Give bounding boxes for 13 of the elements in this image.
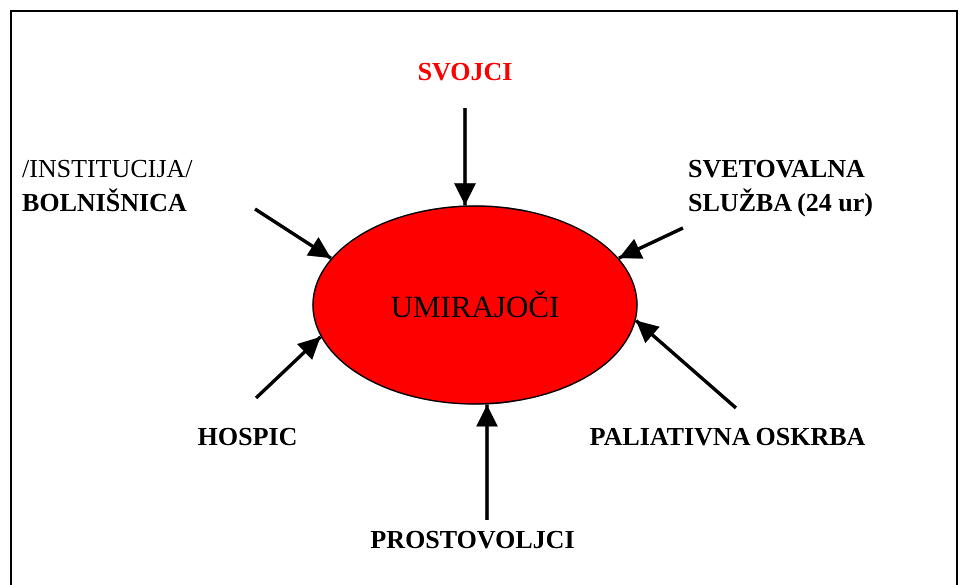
- family-label: SVOJCI: [416, 56, 514, 88]
- palliative-care-label: PALIATIVNA OSKRBA: [588, 421, 866, 453]
- center-label: UMIRAJOČI: [390, 289, 560, 325]
- volunteers-label: PROSTOVOLJCI: [369, 524, 576, 556]
- arrow: [476, 404, 498, 520]
- counselling-service-label: SVETOVALNA SLUŽBA (24 ur): [688, 153, 874, 219]
- hospice-label: HOSPIC: [196, 421, 298, 453]
- arrow: [254, 208, 332, 260]
- arrow: [634, 319, 738, 410]
- institution-label: /INSTITUCIJA/ BOLNIŠNICA: [22, 153, 194, 219]
- arrow: [454, 108, 476, 206]
- arrow: [254, 336, 322, 400]
- arrow: [618, 226, 684, 260]
